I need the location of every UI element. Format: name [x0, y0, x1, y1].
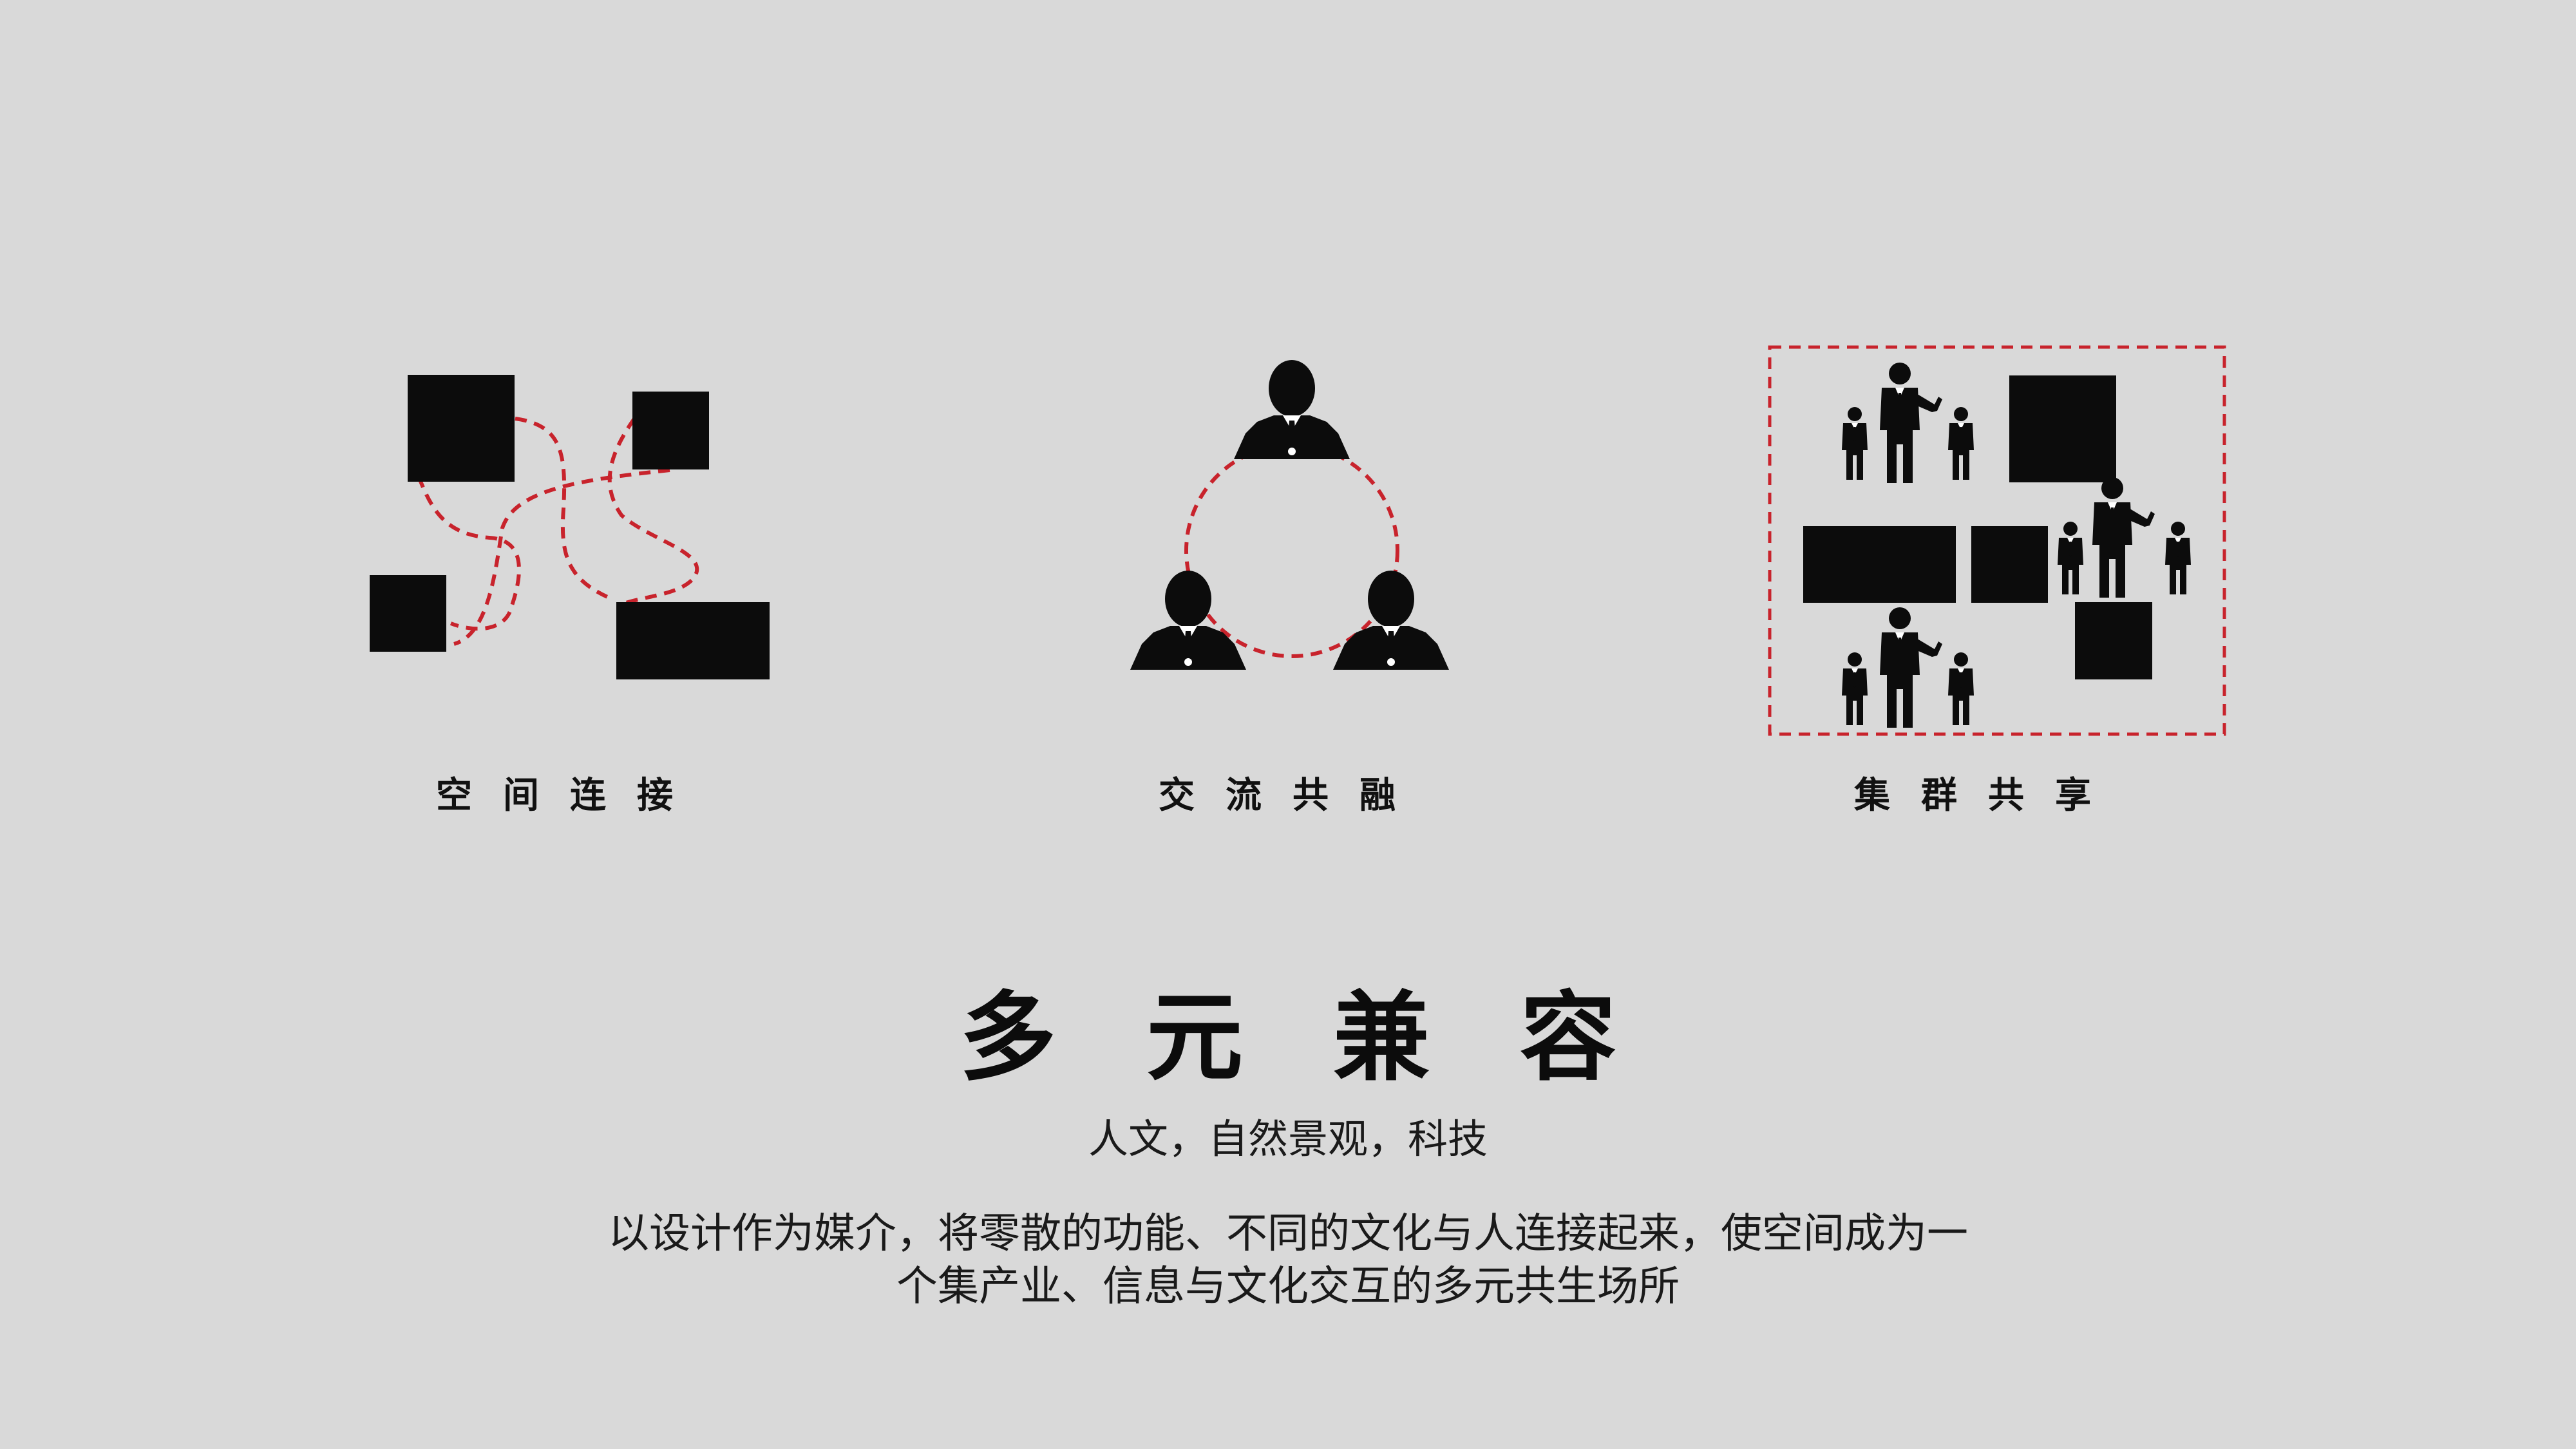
block [1971, 526, 2048, 603]
cluster-boundary [1768, 345, 2226, 736]
block [2009, 375, 2116, 482]
person-left-icon [1130, 571, 1246, 670]
people-group-bottom [1842, 607, 1974, 728]
people-group-middle [2058, 477, 2191, 598]
panel-label-exchange: 交流共融 [1159, 775, 1426, 817]
connected-blocks-icon [370, 375, 770, 679]
three-people-circle-icon [1130, 360, 1449, 670]
block [370, 575, 446, 652]
connection-circle [1184, 443, 1399, 658]
people-group-top [1842, 363, 1974, 483]
panel-label-cluster-sharing: 集群共享 [1854, 775, 2122, 817]
connection-paths [417, 417, 699, 646]
description-line-1: 以设计作为媒介，将零散的功能、不同的文化与人连接起来，使空间成为一 [608, 1210, 1968, 1258]
person-right-icon [1333, 571, 1449, 670]
description-line-2: 个集产业、信息与文化交互的多元共生场所 [896, 1263, 1680, 1311]
page-title: 多元兼容 [959, 982, 1707, 1094]
panel-label-space-connection: 空间连接 [436, 775, 704, 817]
description: 以设计作为媒介，将零散的功能、不同的文化与人连接起来，使空间成为一 个集产业、信… [0, 1208, 2576, 1313]
subtitle: 人文，自然景观，科技 [1088, 1115, 1488, 1162]
person-top-icon [1234, 360, 1350, 459]
people-cluster-icon [1768, 345, 2226, 736]
block [632, 392, 709, 469]
block [1803, 526, 1956, 603]
block [616, 602, 770, 679]
block [2075, 602, 2152, 679]
block [408, 375, 515, 482]
